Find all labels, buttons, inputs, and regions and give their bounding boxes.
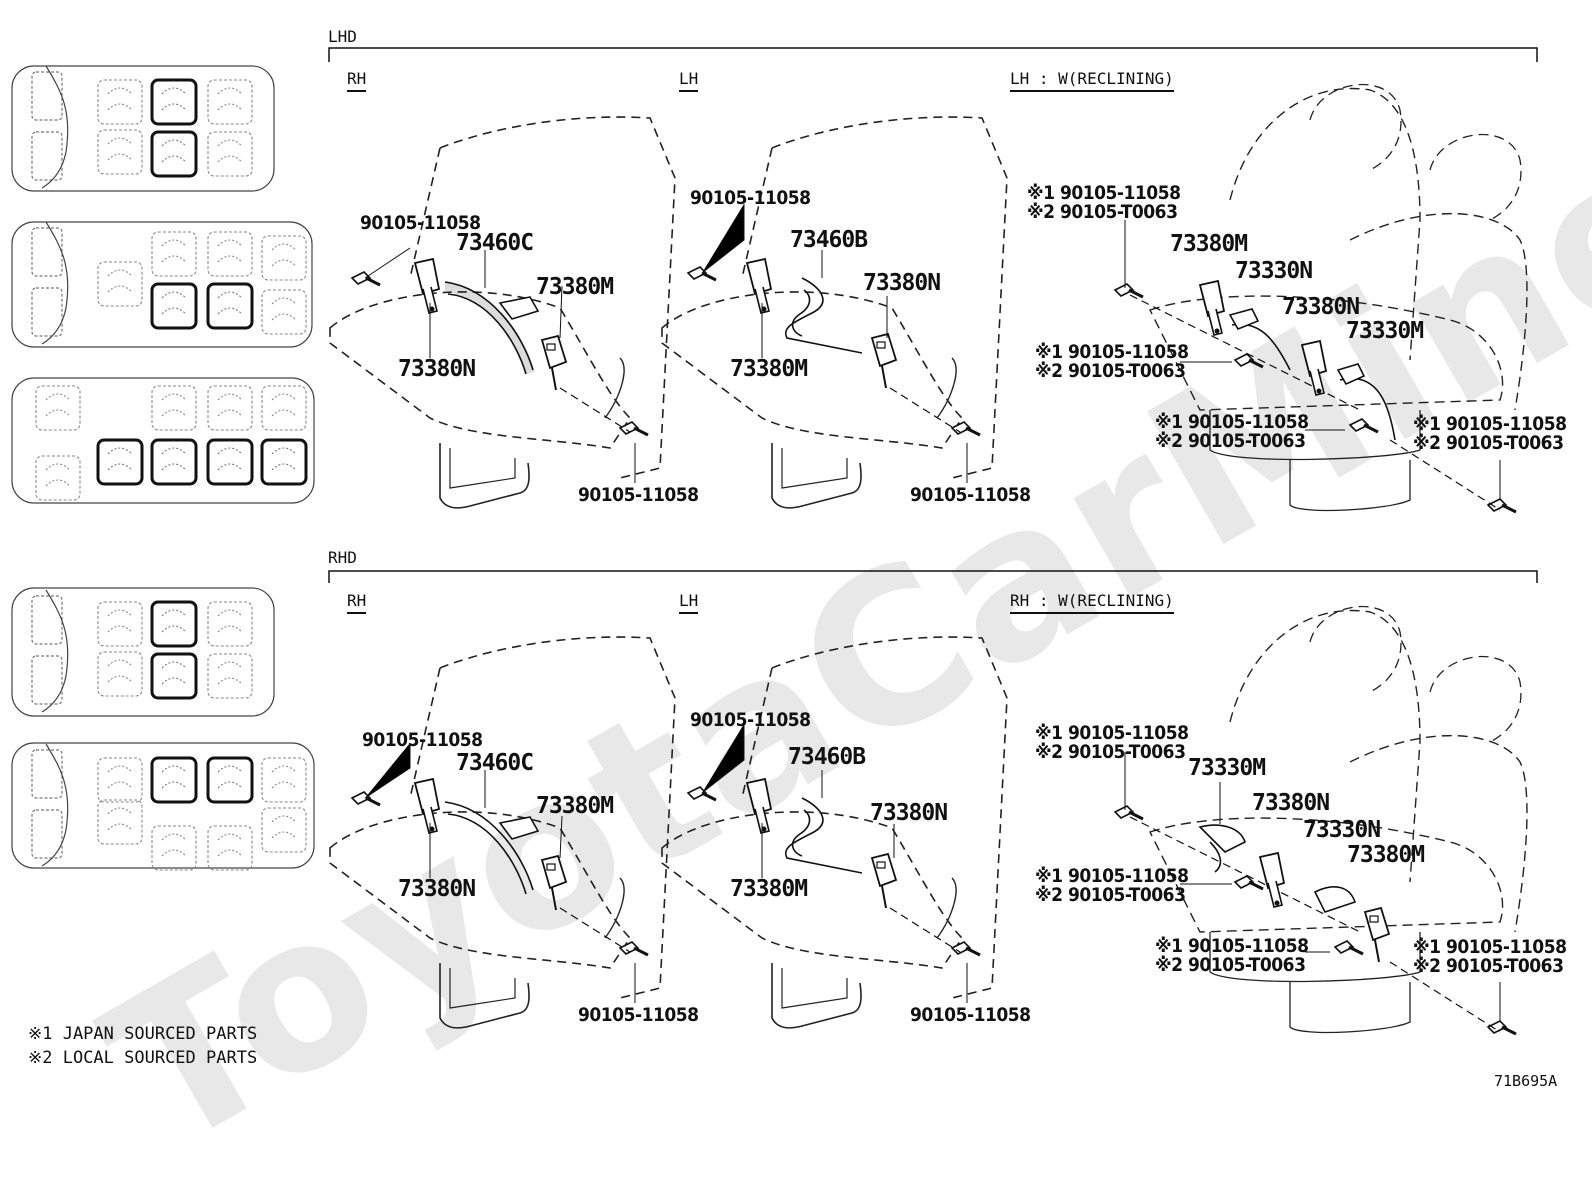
lhd-recl-p1: 73380M [1170,231,1248,257]
layout-thumb-1 [11,65,275,192]
lhd-rh-retractor: 73460C [456,230,534,256]
layout-thumb-2 [11,221,313,348]
lhd-rh-buckle-right: 73380M [536,274,614,300]
rhd-recl-a1: ※1 90105-11058 [1035,722,1189,744]
note-local-sourced: ※2 LOCAL SOURCED PARTS [28,1048,258,1068]
lhd-lh-retractor: 73460B [790,227,868,253]
lhd-recl-b1: ※1 90105-11058 [1035,341,1189,363]
lhd-section-title: LHD [328,27,357,46]
layout-thumb-4 [11,587,275,717]
lhd-lh-assembly [661,116,1008,509]
rhd-recl-p1: 73330M [1188,755,1266,781]
lhd-rh-bolt-top: 90105-11058 [360,212,481,234]
rhd-recl-a2: ※2 90105-T0063 [1035,741,1186,763]
lhd-lh-buckle-left: 73380M [730,356,808,382]
lhd-recl-d2: ※2 90105-T0063 [1413,432,1564,454]
rhd-recl-c2: ※2 90105-T0063 [1155,954,1306,976]
lhd-recl-b2: ※2 90105-T0063 [1035,360,1186,382]
lhd-recl-p2: 73330N [1235,258,1313,284]
lhd-recl-header: LH : W(RECLINING) [1010,71,1174,92]
rhd-rh-assembly [329,636,676,1029]
rhd-recl-c1: ※1 90105-11058 [1155,935,1309,957]
lhd-rh-header: RH [347,71,367,92]
lhd-recl-a2: ※2 90105-T0063 [1027,201,1178,223]
lhd-rh-assembly [329,116,676,509]
lhd-reclining-assembly [1113,83,1528,514]
rhd-lh-header: LH [679,593,699,614]
rhd-recl-p4: 73380M [1347,842,1425,868]
lhd-recl-c2: ※2 90105-T0063 [1155,430,1306,452]
rhd-rh-retractor: 73460C [456,750,534,776]
rhd-recl-d2: ※2 90105-T0063 [1413,955,1564,977]
rhd-rh-bolt-top: 90105-11058 [362,729,483,751]
layout-thumb-5 [11,742,315,871]
rhd-recl-b2: ※2 90105-T0063 [1035,884,1186,906]
rhd-recl-b1: ※1 90105-11058 [1035,865,1189,887]
lhd-recl-a1: ※1 90105-11058 [1027,182,1181,204]
rhd-reclining-assembly [1113,605,1528,1036]
rhd-recl-p3: 73330N [1303,817,1381,843]
rhd-lh-bolt-top: 90105-11058 [690,709,811,731]
rhd-rh-bolt-bottom: 90105-11058 [578,1004,699,1026]
lhd-recl-c1: ※1 90105-11058 [1155,411,1309,433]
lhd-recl-p4: 73330M [1346,318,1424,344]
lhd-rh-buckle-left: 73380N [398,356,476,382]
rhd-bracket [328,570,1538,583]
rhd-recl-header: RH : W(RECLINING) [1010,593,1174,614]
lhd-recl-d1: ※1 90105-11058 [1413,413,1567,435]
layout-thumb-3 [11,377,315,504]
rhd-lh-bolt-bottom: 90105-11058 [910,1004,1031,1026]
rhd-lh-buckle-left: 73380M [730,876,808,902]
diagram-code: 71B695A [1494,1072,1558,1090]
rhd-lh-retractor: 73460B [788,744,866,770]
lhd-recl-p3: 73380N [1282,294,1360,320]
rhd-recl-p2: 73380N [1252,790,1330,816]
rhd-section-title: RHD [328,548,357,567]
lhd-bracket [328,47,1538,62]
rhd-rh-header: RH [347,593,367,614]
note-japan-sourced: ※1 JAPAN SOURCED PARTS [28,1024,258,1044]
rhd-rh-buckle-left: 73380N [398,876,476,902]
lhd-lh-bolt-top: 90105-11058 [690,187,811,209]
diagram-canvas [11,47,1538,1036]
lhd-rh-bolt-bottom: 90105-11058 [578,484,699,506]
rhd-lh-buckle-right: 73380N [870,800,948,826]
rhd-rh-buckle-right: 73380M [536,793,614,819]
lhd-lh-buckle-right: 73380N [863,270,941,296]
lhd-lh-header: LH [679,71,699,92]
rhd-recl-d1: ※1 90105-11058 [1413,936,1567,958]
lhd-lh-bolt-bottom: 90105-11058 [910,484,1031,506]
rhd-lh-assembly [661,636,1008,1029]
